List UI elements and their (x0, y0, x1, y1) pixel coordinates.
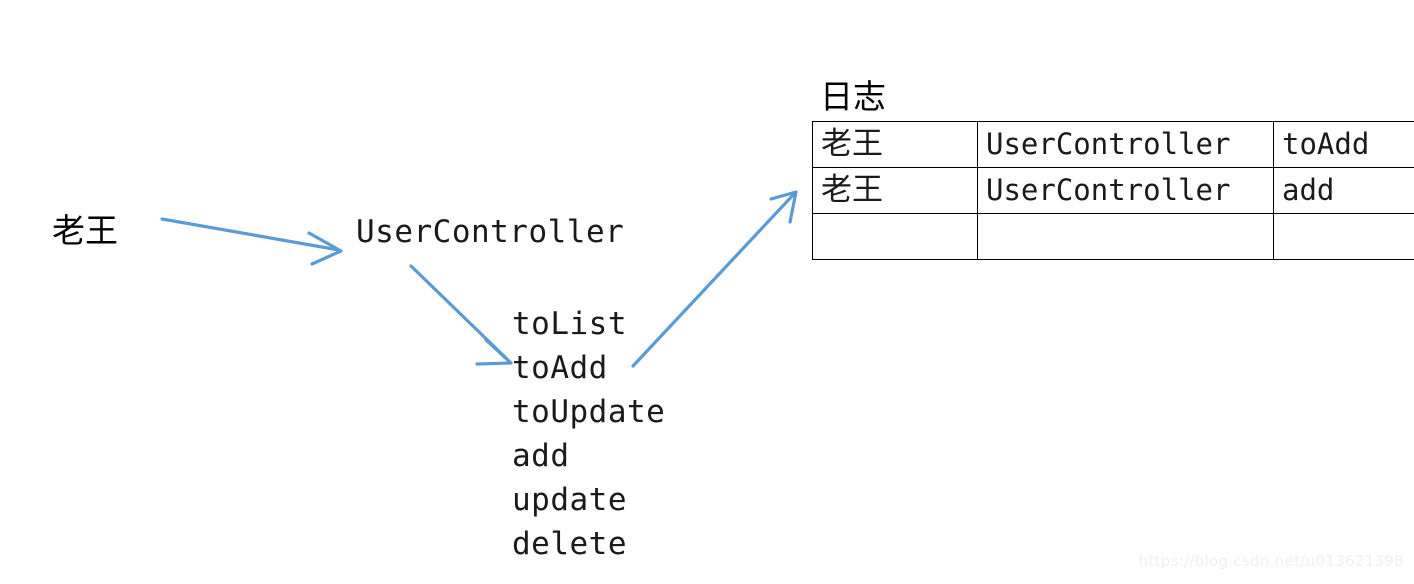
method-item-toadd: toAdd (512, 350, 608, 386)
table-row: 老王 UserController add (812, 167, 1414, 214)
method-item-tolist: toList (512, 306, 627, 342)
cell-method (1273, 213, 1414, 260)
table-row: 老王 UserController toAdd (812, 121, 1414, 168)
cell-class: UserController (977, 167, 1274, 214)
method-item-delete: delete (512, 526, 627, 562)
log-table: 老王 UserController toAdd 老王 UserControlle… (812, 121, 1414, 260)
cell-user: 老王 (812, 121, 978, 168)
method-list: toList toAdd toUpdate add update delete (512, 302, 665, 566)
arrow-actor-to-controller (160, 217, 343, 266)
watermark: https://blog.csdn.net/u013621398 (1138, 552, 1404, 570)
table-row (812, 213, 1414, 260)
cell-user: 老王 (812, 167, 978, 214)
method-item-toupdate: toUpdate (512, 394, 666, 430)
cell-class (977, 213, 1274, 260)
method-item-add: add (512, 438, 570, 474)
cell-class: UserController (977, 121, 1274, 168)
controller-label: UserController (356, 214, 625, 250)
cell-user (812, 213, 978, 260)
arrow-controller-to-method (409, 264, 513, 366)
cell-method: add (1273, 167, 1414, 214)
log-table-title: 日志 (820, 77, 886, 116)
cell-method: toAdd (1273, 121, 1414, 168)
method-item-update: update (512, 482, 627, 518)
actor-label: 老王 (52, 211, 118, 250)
